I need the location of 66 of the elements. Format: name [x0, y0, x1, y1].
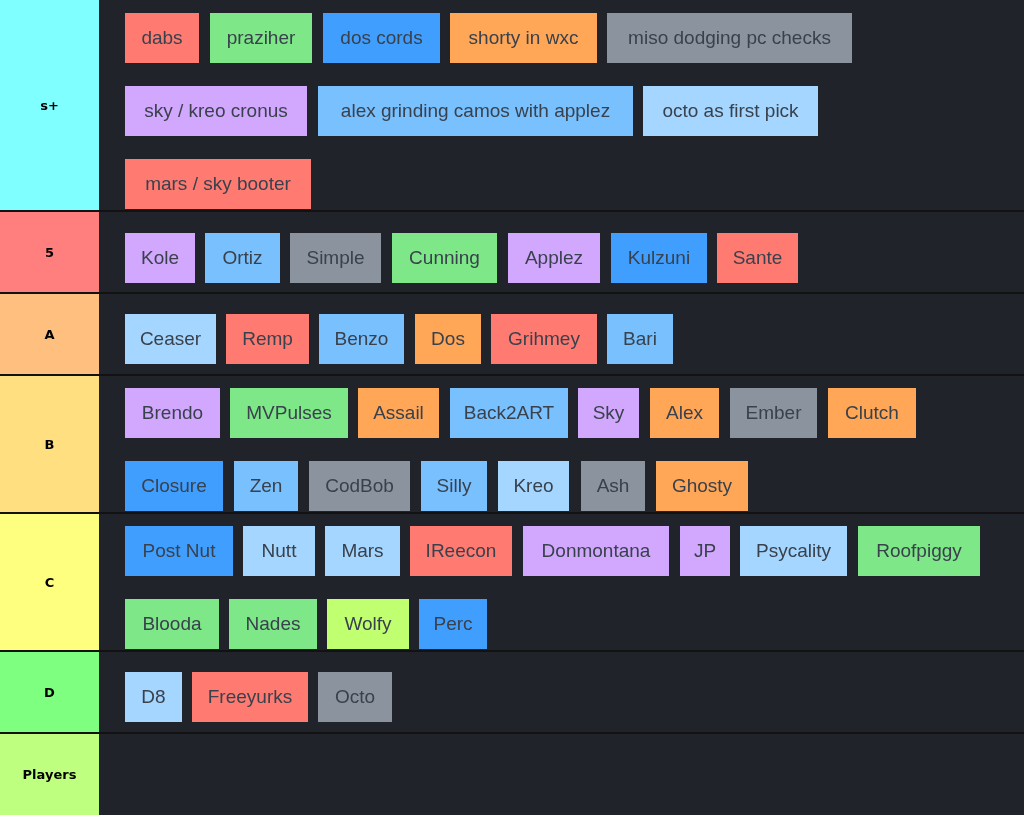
tier-item: Kole — [125, 233, 195, 283]
tier-row — [0, 212, 1024, 292]
tier-item: Donmontana — [523, 526, 669, 576]
tier-item: Octo — [318, 672, 392, 722]
tier-item: Benzo — [319, 314, 404, 364]
tier-item: Roofpiggy — [858, 526, 980, 576]
tier-label: 5 — [0, 212, 99, 292]
tier-item: Silly — [421, 461, 487, 511]
tier-item: Ash — [581, 461, 645, 511]
tier-row — [0, 652, 1024, 732]
tier-item: Psycality — [740, 526, 847, 576]
tier-label: C — [0, 514, 99, 650]
tier-item: Nutt — [243, 526, 315, 576]
tier-item: Grihmey — [491, 314, 597, 364]
tier-item: Kreo — [498, 461, 569, 511]
tier-item: D8 — [125, 672, 182, 722]
tier-item: Blooda — [125, 599, 219, 649]
tier-item: alex grinding camos with applez — [318, 86, 633, 136]
tier-item: IReecon — [410, 526, 512, 576]
tier-label: Players — [0, 734, 99, 815]
tier-item: Ceaser — [125, 314, 216, 364]
tier-item: Mars — [325, 526, 400, 576]
tier-item: Kulzuni — [611, 233, 707, 283]
tier-item: Assail — [358, 388, 439, 438]
tier-label: D — [0, 652, 99, 732]
tier-item: Brendo — [125, 388, 220, 438]
tier-item: Sante — [717, 233, 798, 283]
tier-item: Clutch — [828, 388, 916, 438]
tier-item: Ghosty — [656, 461, 748, 511]
tier-item: octo as first pick — [643, 86, 818, 136]
tier-item: Dos — [415, 314, 481, 364]
tier-item: Sky — [578, 388, 639, 438]
tier-item: Cunning — [392, 233, 497, 283]
tier-item: Wolfy — [327, 599, 409, 649]
tier-item: Freeyurks — [192, 672, 308, 722]
tier-item: dabs — [125, 13, 199, 63]
tier-row — [0, 294, 1024, 374]
tier-item: sky / kreo cronus — [125, 86, 307, 136]
tier-item: Ortiz — [205, 233, 280, 283]
tier-item: dos cords — [323, 13, 440, 63]
tier-item: Perc — [419, 599, 487, 649]
tier-item: Applez — [508, 233, 600, 283]
tier-item: praziher — [210, 13, 312, 63]
tier-item: Remp — [226, 314, 309, 364]
tier-item: Bari — [607, 314, 673, 364]
tier-item: Ember — [730, 388, 817, 438]
tier-item: Back2ART — [450, 388, 568, 438]
tier-item: JP — [680, 526, 730, 576]
tier-label: s+ — [0, 0, 99, 210]
tier-row — [0, 734, 1024, 815]
tier-label: B — [0, 376, 99, 512]
tier-item: Post Nut — [125, 526, 233, 576]
tier-item: Closure — [125, 461, 223, 511]
tier-item: Zen — [234, 461, 298, 511]
tier-item: mars / sky booter — [125, 159, 311, 209]
tier-item: Alex — [650, 388, 719, 438]
tier-item: Nades — [229, 599, 317, 649]
tier-item: CodBob — [309, 461, 410, 511]
tier-item: shorty in wxc — [450, 13, 597, 63]
tier-row — [0, 376, 1024, 512]
tier-item: miso dodging pc checks — [607, 13, 852, 63]
tier-item: MVPulses — [230, 388, 348, 438]
tier-item: Simple — [290, 233, 381, 283]
tier-row — [0, 514, 1024, 650]
tier-label: A — [0, 294, 99, 374]
tier-row — [0, 0, 1024, 210]
